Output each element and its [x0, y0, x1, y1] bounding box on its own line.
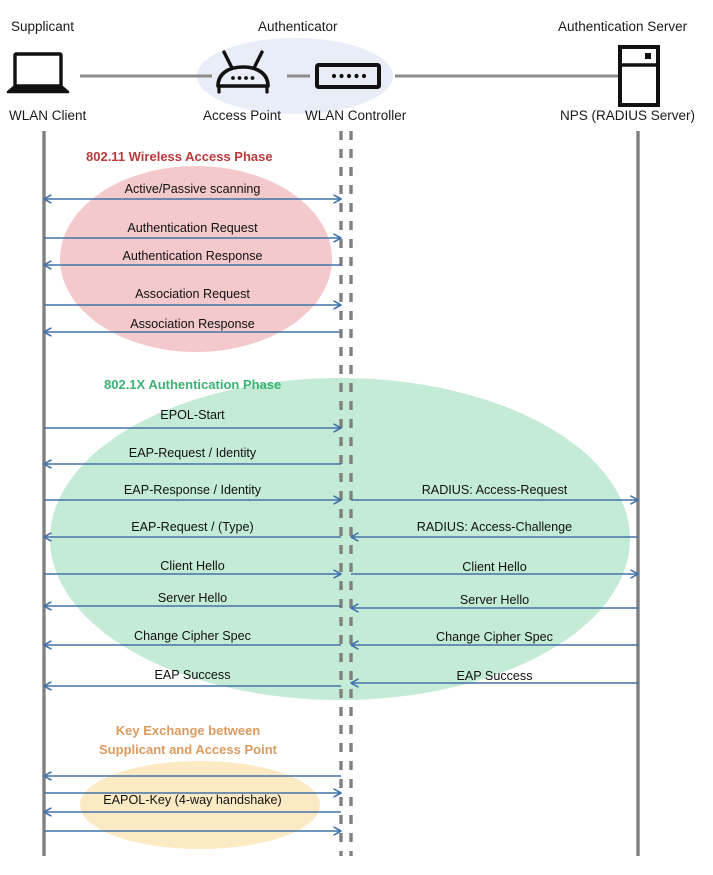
message-arrows [44, 199, 638, 831]
message-label-r1: RADIUS: Access-Request [421, 483, 568, 497]
message-label-m7: EAP-Request / Identity [128, 446, 257, 460]
phase-label-80211-line-1: 802.11 Wireless Access Phase [86, 149, 273, 164]
message-label-m10: Client Hello [160, 559, 225, 573]
message-label-m3: Authentication Response [122, 249, 263, 263]
message-label-r2: RADIUS: Access-Challenge [416, 520, 573, 534]
server-rack-icon [618, 45, 660, 107]
phase-label-key-exchange-line-2: Supplicant and Access Point [99, 742, 277, 757]
message-label-m16: EAPOL-Key (4-way handshake) [103, 793, 282, 807]
laptop-icon [6, 52, 70, 94]
network-switch-icon [315, 63, 381, 89]
actor-role-supplicant: Supplicant [11, 19, 75, 34]
actor-device-nps-radius-server: NPS (RADIUS Server) [560, 108, 696, 123]
actor-device-wlan-client: WLAN Client [9, 108, 87, 123]
message-label-m8: EAP-Response / Identity [123, 483, 262, 497]
message-label-m6: EPOL-Start [160, 408, 225, 422]
message-label-r5: Change Cipher Spec [436, 630, 553, 644]
phase-label-80211: 802.11 Wireless Access Phase [86, 147, 273, 166]
phase-ellipse-key-exchange [80, 761, 320, 849]
message-label-m5: Association Response [130, 317, 255, 331]
phase-label-8021x-line-1: 802.1X Authentication Phase [104, 377, 282, 392]
phase-label-key-exchange-line-1: Key Exchange between [115, 723, 261, 738]
message-label-r6: EAP Success [456, 669, 533, 683]
message-label-r4: Server Hello [459, 593, 530, 607]
phase-label-key-exchange: Key Exchange between Supplicant and Acce… [88, 721, 288, 759]
actor-device-wlan-controller: WLAN Controller [305, 108, 407, 123]
message-label-r3: Client Hello [462, 560, 527, 574]
phase-label-8021x: 802.1X Authentication Phase [104, 375, 281, 394]
message-label-m11: Server Hello [157, 591, 228, 605]
message-label-m1: Active/Passive scanning [124, 182, 261, 196]
message-label-m2: Authentication Request [127, 221, 258, 235]
message-label-m9: EAP-Request / (Type) [131, 520, 254, 534]
message-label-m12: Change Cipher Spec [134, 629, 251, 643]
message-label-m4: Association Request [135, 287, 250, 301]
message-label-m13: EAP Success [154, 668, 231, 682]
actor-device-access-point: Access Point [203, 108, 282, 123]
wireless-router-icon [216, 50, 270, 94]
actor-role-authenticator: Authenticator [258, 19, 338, 34]
phase-ellipse-8021x [50, 378, 630, 700]
actor-role-auth-server: Authentication Server [558, 19, 688, 34]
